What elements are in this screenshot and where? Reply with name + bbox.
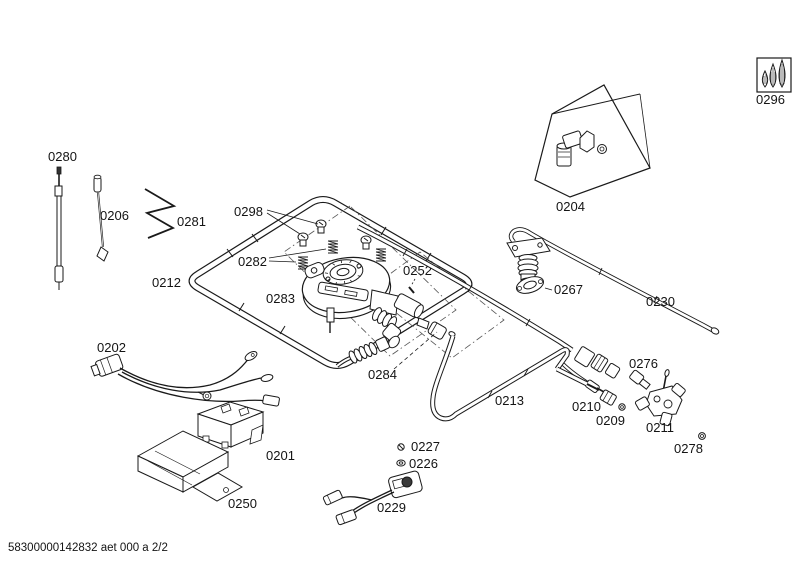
part-label-0206: 0206: [100, 208, 129, 223]
flame-icon: [756, 57, 792, 93]
part-label-0230: 0230: [646, 294, 675, 309]
part-label-0209: 0209: [596, 413, 625, 428]
part-0267-gasket: [515, 276, 553, 294]
part-label-0211: 0211: [646, 420, 674, 435]
part-0298-screws: [266, 209, 372, 250]
document-code: 58300000142832 aet 000 a 2/2: [8, 542, 168, 554]
part-label-0210: 0210: [572, 399, 601, 414]
part-label-0250: 0250: [228, 496, 257, 511]
part-0250-bracket: [136, 430, 244, 502]
part-label-0276: 0276: [629, 356, 658, 371]
part-label-0229: 0229: [377, 500, 406, 515]
part-label-0201: 0201: [266, 448, 295, 463]
part-label-0278: 0278: [674, 441, 703, 456]
part-0278-washer: [698, 432, 706, 440]
part-0252-pin: [408, 278, 416, 294]
part-label-0204: 0204: [556, 199, 585, 214]
part-0281-clip: [144, 188, 177, 239]
part-label-0267: 0267: [554, 282, 583, 297]
part-0204-accessory-bag: [534, 84, 651, 198]
part-label-0280: 0280: [48, 149, 77, 164]
part-0284-corrugated-hose: [335, 331, 438, 370]
part-label-0202: 0202: [97, 340, 126, 355]
part-0283-burner-assembly: [301, 256, 447, 349]
part-label-0226: 0226: [409, 456, 438, 471]
elbow-fitting: [556, 130, 607, 167]
part-label-0227: 0227: [411, 439, 440, 454]
part-0206-spark-plug: [93, 174, 109, 262]
part-0212-tube-frame: [188, 196, 473, 369]
part-label-0296: 0296: [756, 92, 785, 107]
part-label-0281: 0281: [177, 214, 206, 229]
part-0227-screw: [397, 443, 405, 451]
part-0202-harness: [90, 351, 280, 407]
part-0211-gas-tap: [634, 369, 686, 427]
part-0210-nut: [599, 389, 617, 406]
part-0282-springs: [268, 240, 387, 270]
part-0209-washer: [618, 403, 626, 411]
part-0201-spark-generator: [196, 401, 265, 449]
part-0229-microswitch: [322, 470, 423, 526]
part-0276-injector: [629, 369, 651, 390]
part-0213-serpentine-pipe: [430, 331, 600, 422]
inlet-pipe-with-coupling: [356, 224, 621, 394]
part-label-0282: 0282: [238, 254, 267, 269]
part-0226-nut: [396, 459, 406, 467]
part-label-0283: 0283: [266, 291, 295, 306]
part-label-0213: 0213: [495, 393, 524, 408]
part-label-0298: 0298: [234, 204, 263, 219]
part-0280-electrode: [54, 166, 64, 290]
part-label-0252: 0252: [403, 263, 432, 278]
part-label-0212: 0212: [152, 275, 181, 290]
part-label-0284: 0284: [368, 367, 397, 382]
